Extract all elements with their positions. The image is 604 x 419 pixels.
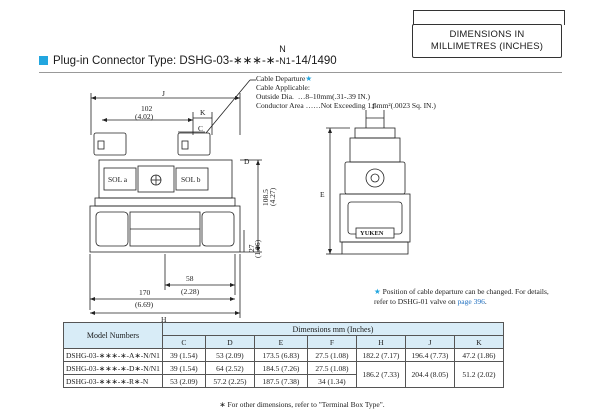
cable-departure-text: Cable Departure (256, 74, 306, 83)
title-stack-bottom: N1 (279, 56, 291, 66)
footnote: ∗ For other dimensions, refer to "Termin… (219, 400, 385, 409)
outside-dia-label: Outside Dia. (256, 92, 294, 101)
sol-b-label: SOL b (181, 175, 201, 184)
dim-label-58-in: (2.28) (181, 287, 200, 296)
cell-e: 184.5 (7.26) (253, 361, 308, 375)
cell-d: 53 (2.09) (204, 348, 255, 362)
sol-a-label: SOL a (108, 175, 128, 184)
model-cell: DSHG-03-∗∗∗-∗-D∗-N/N1 (63, 361, 163, 375)
note-star-icon: ★ (374, 287, 381, 296)
outside-dia-value: …8–10mm(.31-.39 IN.) (297, 92, 370, 101)
cell-c: 53 (2.09) (161, 374, 206, 388)
dim-label-c: C (198, 124, 204, 133)
cell-c: 39 (1.54) (161, 348, 206, 362)
dim-label-102-in: (4.02) (135, 112, 154, 121)
dim-label-170-in: (6.69) (135, 300, 154, 309)
model-cell: DSHG-03-∗∗∗-∗-R∗-N (63, 374, 163, 388)
units-box: DIMENSIONS IN MILLIMETRES (INCHES) (412, 24, 562, 58)
dim-label-h: H (161, 315, 167, 324)
dim-label-102: 102 (141, 104, 153, 113)
dim-label-58: 58 (186, 274, 194, 283)
cell-e: 173.5 (6.83) (253, 348, 308, 362)
dim-label-e: E (320, 190, 325, 199)
title-prefix: Plug-in Connector Type: DSHG-03-∗∗∗-∗- (53, 55, 280, 67)
cell-h: 186.2 (7.33) (355, 361, 406, 388)
col-header-e: E (253, 335, 308, 349)
cell-j: 204.4 (8.05) (404, 361, 455, 388)
cell-d: 57.2 (2.25) (204, 374, 255, 388)
dim-label-k: K (200, 108, 206, 117)
col-header-f: F (306, 335, 357, 349)
col-header-c: C (161, 335, 206, 349)
callout-cable-applicable: Cable Applicable: (256, 83, 310, 92)
title-rule (39, 72, 562, 73)
note-text-2: . (484, 296, 487, 306)
model-numbers-header: Model Numbers (63, 322, 163, 349)
units-line-2: MILLIMETRES (INCHES) (430, 41, 544, 52)
brand-label: YUKEN (360, 230, 384, 237)
cell-c: 39 (1.54) (161, 361, 206, 375)
conductor-label: Conductor Area (256, 101, 304, 110)
position-note: ★ Position of cable departure can be cha… (374, 287, 564, 306)
cell-j: 196.4 (7.73) (404, 348, 455, 362)
conductor-value: ……Not Exceeding 1.5mm²(.0023 Sq. IN.) (305, 101, 436, 110)
dim-label-27-in: (1.06) (253, 239, 262, 258)
units-line-1: DIMENSIONS IN (449, 29, 525, 40)
table-row: DSHG-03-∗∗∗-∗-R∗-N 53 (2.09) 57.2 (2.25)… (63, 374, 504, 388)
dim-label-170: 170 (139, 288, 151, 297)
dim-label-f: F (372, 102, 377, 111)
cell-e: 187.5 (7.38) (253, 374, 308, 388)
col-header-j: J (404, 335, 455, 349)
callout-cable-departure: Cable Departure★ (256, 74, 312, 83)
cell-k: 47.2 (1.86) (453, 348, 504, 362)
title-stack: N N1 (279, 44, 291, 66)
col-header-d: D (204, 335, 255, 349)
cell-f: 34 (1.34) (306, 374, 357, 388)
callout-conductor-area: Conductor Area……Not Exceeding 1.5mm²(.00… (256, 101, 436, 110)
title-square-icon (39, 56, 48, 65)
title-stack-top: N (279, 44, 286, 54)
col-header-h: H (355, 335, 406, 349)
cell-d: 64 (2.52) (204, 361, 255, 375)
dim-label-d: D (244, 157, 250, 166)
cell-h: 182.2 (7.17) (355, 348, 406, 362)
table-header-row-1: Model Numbers Dimensions mm (Inches) (63, 322, 504, 349)
col-header-k: K (453, 335, 504, 349)
cell-f: 27.5 (1.08) (306, 361, 357, 375)
cell-k: 51.2 (2.02) (453, 361, 504, 388)
table-row: DSHG-03-∗∗∗-∗-D∗-N/N1 39 (1.54) 64 (2.52… (63, 361, 504, 388)
dimensions-table: Model Numbers Dimensions mm (Inches) C D… (63, 322, 504, 388)
dim-label-108-in: (4.27) (268, 187, 277, 206)
dim-label-j: J (162, 89, 165, 98)
dimensions-header: Dimensions mm (Inches) (161, 322, 504, 336)
note-page-link[interactable]: page 396 (457, 296, 485, 306)
note-text-1: Position of cable departure can be chang… (374, 287, 549, 306)
callout-outside-dia: Outside Dia.…8–10mm(.31-.39 IN.) (256, 92, 370, 101)
cable-departure-star: ★ (305, 74, 313, 83)
table-row: DSHG-03-∗∗∗-∗-A∗-N/N1 39 (1.54) 53 (2.09… (63, 348, 504, 362)
model-cell: DSHG-03-∗∗∗-∗-A∗-N/N1 (63, 348, 163, 362)
title-suffix: -14/1490 (291, 55, 337, 67)
cell-f: 27.5 (1.08) (306, 348, 357, 362)
units-box-frame (413, 10, 565, 25)
